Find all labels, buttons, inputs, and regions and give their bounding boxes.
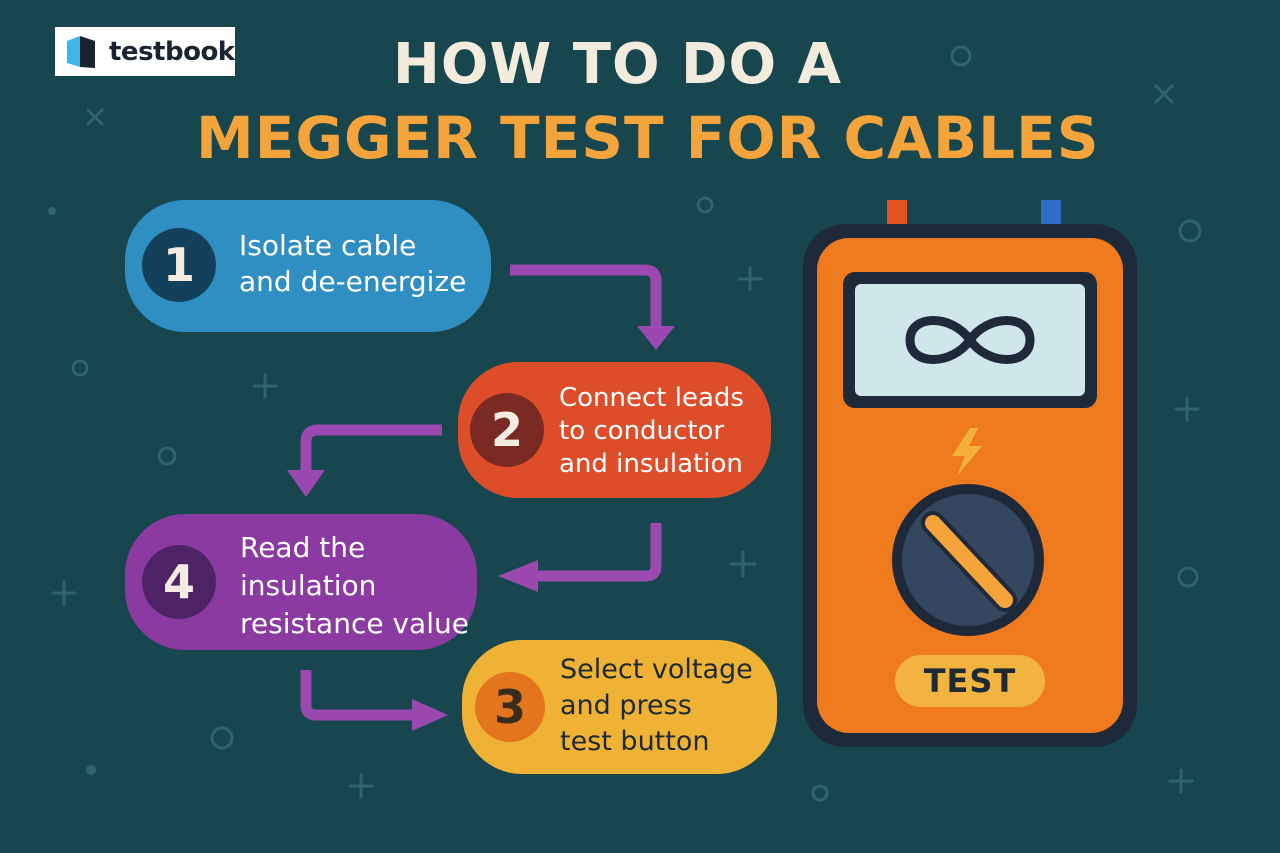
step-2-text-line: and insulation [559,449,743,479]
infinity-icon [905,316,1035,364]
test-button[interactable]: TEST [895,655,1045,707]
step-4-text-line: resistance value [240,607,469,640]
arrow-step2-to-step4 [300,424,442,472]
step-3: 3 Select voltage and press test button [462,640,777,774]
red-terminal [887,200,907,230]
arrow-step2-to-step3 [535,523,662,582]
step-3-text-line: and press [560,690,692,721]
step-2-text-line: to conductor [559,416,725,446]
book-icon [67,35,95,68]
arrow-step4-to-step3 [300,670,415,721]
step-4-text-line: Read the [240,531,366,564]
step-1-number: 1 [142,228,216,302]
lightning-icon [952,428,982,476]
blue-terminal [1041,200,1061,230]
step-4-text-line: insulation [240,569,377,602]
arrow-step1-to-step2 [510,264,662,330]
testbook-logo[interactable]: testbook [55,27,235,76]
step-4-text: Read the insulation resistance value [240,529,469,643]
step-3-text: Select voltage and press test button [560,652,753,760]
step-1-text-line: Isolate cable [239,229,417,262]
step-3-text-line: Select voltage [560,654,753,685]
step-2-number: 2 [470,393,544,467]
step-2: 2 Connect leads to conductor and insulat… [458,362,771,498]
step-3-number: 3 [475,672,545,742]
step-4: 4 Read the insulation resistance value [125,514,477,650]
brand-name: testbook [109,36,235,67]
step-1-text: Isolate cable and de-energize [239,228,466,300]
step-1: 1 Isolate cable and de-energize [125,200,491,332]
step-2-text-line: Connect leads [559,383,744,413]
step-4-number: 4 [142,545,216,619]
step-3-text-line: test button [560,726,710,757]
step-1-text-line: and de-energize [239,265,467,298]
step-2-text: Connect leads to conductor and insulatio… [559,382,744,481]
title-line-2: MEGGER TEST FOR CABLES [196,104,1100,172]
title-line-1: HOW TO DO A [393,32,842,97]
